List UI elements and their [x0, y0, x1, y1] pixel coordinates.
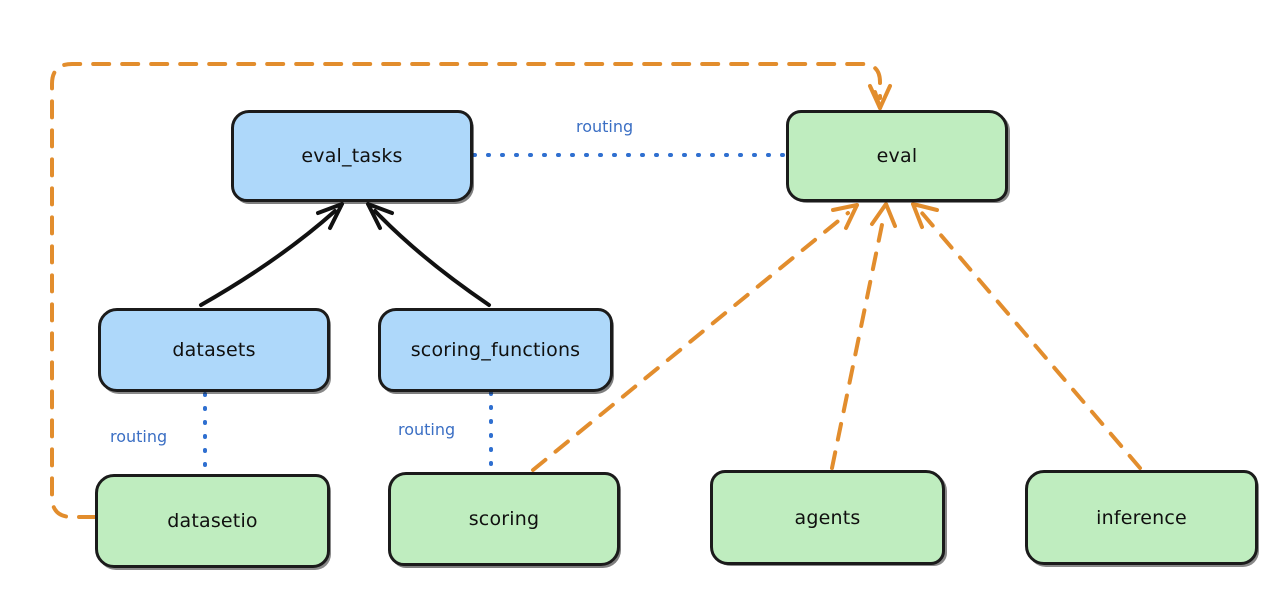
edge-inference-to-eval	[911, 202, 1142, 470]
edge-datasetio-to-eval	[50, 62, 892, 519]
node-datasets[interactable]: datasets	[98, 308, 330, 392]
node-inference[interactable]: inference	[1025, 470, 1258, 565]
edge-agents-to-eval	[830, 202, 897, 470]
node-datasetio[interactable]: datasetio	[95, 474, 330, 568]
node-scoring-functions-label: scoring_functions	[410, 339, 581, 361]
edge-label-routing-scoring-functions: routing	[398, 420, 456, 439]
node-scoring[interactable]: scoring	[388, 472, 620, 566]
node-eval-label: eval	[876, 145, 918, 167]
node-eval-tasks[interactable]: eval_tasks	[231, 110, 473, 202]
edge-scoring-to-eval	[531, 203, 859, 472]
node-agents[interactable]: agents	[710, 470, 945, 565]
edge-label-routing-eval-tasks: routing	[576, 117, 634, 136]
node-datasetio-label: datasetio	[167, 510, 258, 532]
edge-label-routing-datasets: routing	[110, 427, 168, 446]
node-scoring-functions[interactable]: scoring_functions	[378, 308, 613, 392]
node-eval-tasks-label: eval_tasks	[301, 145, 403, 167]
node-agents-label: agents	[794, 506, 861, 529]
node-inference-label: inference	[1096, 506, 1187, 529]
node-scoring-label: scoring	[468, 508, 540, 530]
edge-scoring-functions-to-eval-tasks	[366, 202, 491, 307]
node-eval[interactable]: eval	[786, 110, 1008, 202]
node-datasets-label: datasets	[172, 339, 256, 361]
edge-datasets-to-eval-tasks	[199, 202, 344, 307]
